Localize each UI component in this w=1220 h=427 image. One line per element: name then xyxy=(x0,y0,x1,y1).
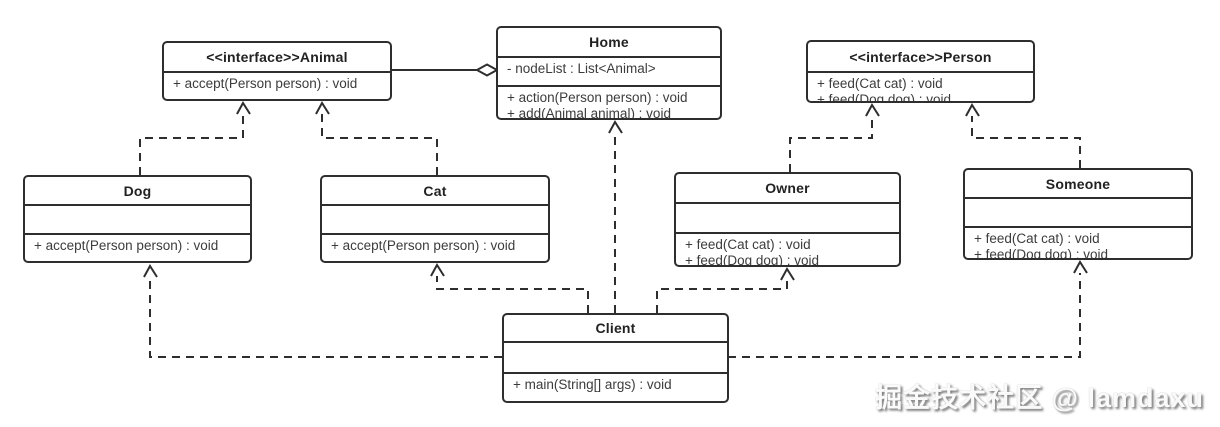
class-methods-owner: + feed(Cat cat) : void + feed(Dog dog) :… xyxy=(676,232,899,267)
attribute-item: - nodeList : List<Animal> xyxy=(507,61,656,76)
class-attributes-dog xyxy=(25,204,250,233)
class-methods-dog: + accept(Person person) : void xyxy=(25,233,250,261)
class-methods-someone: + feed(Cat cat) : void + feed(Dog dog) :… xyxy=(965,226,1191,260)
class-title-animal: <<interface>>Animal xyxy=(206,49,348,65)
class-box-home[interactable]: Home - nodeList : List<Animal> + action(… xyxy=(496,26,722,120)
realization-owner-person-edge xyxy=(789,103,880,172)
realization-cat-animal-edge xyxy=(315,101,438,175)
class-box-someone[interactable]: Someone + feed(Cat cat) : void + feed(Do… xyxy=(963,168,1193,260)
method-item: + feed(Cat cat) : void xyxy=(817,76,943,91)
method-item: + feed(Cat cat) : void xyxy=(974,231,1100,246)
class-attributes-client xyxy=(504,341,727,372)
method-item: + accept(Person person) : void xyxy=(173,76,358,91)
realization-someone-person-edge xyxy=(965,103,1081,168)
class-box-person[interactable]: <<interface>>Person + feed(Cat cat) : vo… xyxy=(806,40,1035,103)
method-item: + main(String[] args) : void xyxy=(513,377,672,392)
dependency-client-owner-edge xyxy=(656,267,795,313)
class-attributes-home: - nodeList : List<Animal> xyxy=(498,56,720,85)
class-box-dog[interactable]: Dog + accept(Person person) : void xyxy=(23,175,252,263)
dependency-client-dog-edge xyxy=(143,264,502,358)
class-box-animal[interactable]: <<interface>>Animal + accept(Person pers… xyxy=(162,41,392,101)
class-title-owner: Owner xyxy=(765,180,810,196)
method-item: + feed(Dog dog) : void xyxy=(817,92,951,103)
method-item: + feed(Dog dog) : void xyxy=(974,247,1108,260)
realization-dog-animal-edge xyxy=(139,101,251,175)
class-title-cat: Cat xyxy=(423,182,447,199)
class-attributes-owner xyxy=(676,202,899,232)
class-title-home: Home xyxy=(589,34,629,50)
class-methods-animal: + accept(Person person) : void xyxy=(164,71,390,99)
class-methods-client: + main(String[] args) : void xyxy=(504,372,727,401)
class-attributes-cat xyxy=(322,204,548,233)
dependency-client-cat-edge xyxy=(430,263,589,313)
class-methods-home: + action(Person person) : void + add(Ani… xyxy=(498,85,720,120)
method-item: + feed(Dog dog) : void xyxy=(685,253,819,267)
class-attributes-someone xyxy=(965,197,1191,226)
method-item: + action(Person person) : void xyxy=(507,90,688,105)
class-title-dog: Dog xyxy=(123,182,152,199)
method-item: + add(Animal animal) : void xyxy=(507,106,671,120)
watermark-text: 掘金技术社区 @ lamdaxu xyxy=(875,383,1204,413)
class-title-someone: Someone xyxy=(1045,175,1111,192)
class-title-person: <<interface>>Person xyxy=(849,48,992,65)
class-box-client[interactable]: Client + main(String[] args) : void xyxy=(502,313,729,403)
dependency-client-home-edge xyxy=(608,120,623,313)
method-item: + accept(Person person) : void xyxy=(331,238,516,253)
class-box-owner[interactable]: Owner + feed(Cat cat) : void + feed(Dog … xyxy=(674,172,901,267)
class-box-cat[interactable]: Cat + accept(Person person) : void xyxy=(320,175,550,263)
aggregation-home-animal-edge xyxy=(392,63,500,77)
class-title-client: Client xyxy=(595,320,636,336)
dependency-client-someone-edge xyxy=(728,260,1088,358)
class-methods-person: + feed(Cat cat) : void + feed(Dog dog) :… xyxy=(808,71,1033,103)
method-item: + accept(Person person) : void xyxy=(34,238,219,253)
class-methods-cat: + accept(Person person) : void xyxy=(322,233,548,261)
method-item: + feed(Cat cat) : void xyxy=(685,237,811,252)
